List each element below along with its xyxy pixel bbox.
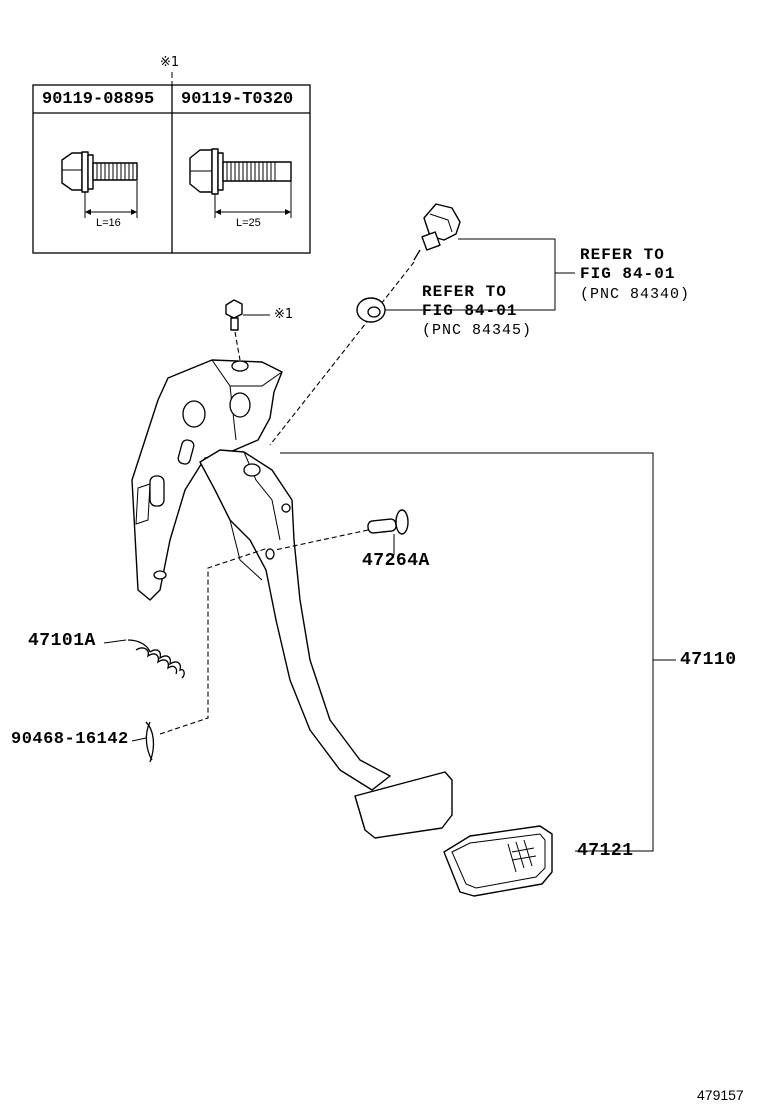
- pedal-arm: [199, 449, 391, 791]
- clip-icon: [131, 547, 269, 763]
- length-label-2: L=25: [236, 217, 261, 229]
- pin-icon: [274, 509, 409, 555]
- bolt-icon-l16: [61, 151, 138, 218]
- pedal-pad-icon: [443, 825, 553, 897]
- cushion-icon: [356, 297, 386, 323]
- part-label-pad: 47121: [577, 841, 634, 861]
- figure-id: 479157: [697, 1087, 744, 1103]
- table-note-mark: ※1: [160, 55, 180, 70]
- length-label-1: L=16: [96, 217, 121, 229]
- bolt-table: [32, 72, 311, 254]
- table-header-2: 90119-T0320: [181, 90, 294, 109]
- pedal-bracket: [131, 359, 283, 601]
- part-label-spring: 47101A: [28, 631, 96, 651]
- assembly-leader: [280, 452, 676, 852]
- pedal-plate: [354, 771, 453, 839]
- bolt-icon-l25: [189, 148, 292, 218]
- part-label-clip: 90468-16142: [11, 730, 129, 749]
- reference-2-line2: FIG 84-01: [422, 302, 518, 320]
- reference-leaders: [385, 238, 575, 311]
- part-label-pin: 47264A: [362, 551, 430, 571]
- reference-1-line3: (PNC 84340): [580, 286, 691, 303]
- small-bolt-icon: [225, 299, 270, 361]
- spring-icon: [103, 639, 185, 679]
- reference-2-line1: REFER TO: [422, 283, 507, 301]
- table-header-1: 90119-08895: [42, 90, 155, 109]
- bolt-note: ※1: [274, 307, 294, 322]
- reference-1-line1: REFER TO: [580, 246, 665, 264]
- part-label-pedal-assembly: 47110: [680, 650, 737, 670]
- reference-1-line2: FIG 84-01: [580, 265, 676, 283]
- reference-2-line3: (PNC 84345): [422, 322, 533, 339]
- stop-lamp-switch-icon: [269, 203, 461, 446]
